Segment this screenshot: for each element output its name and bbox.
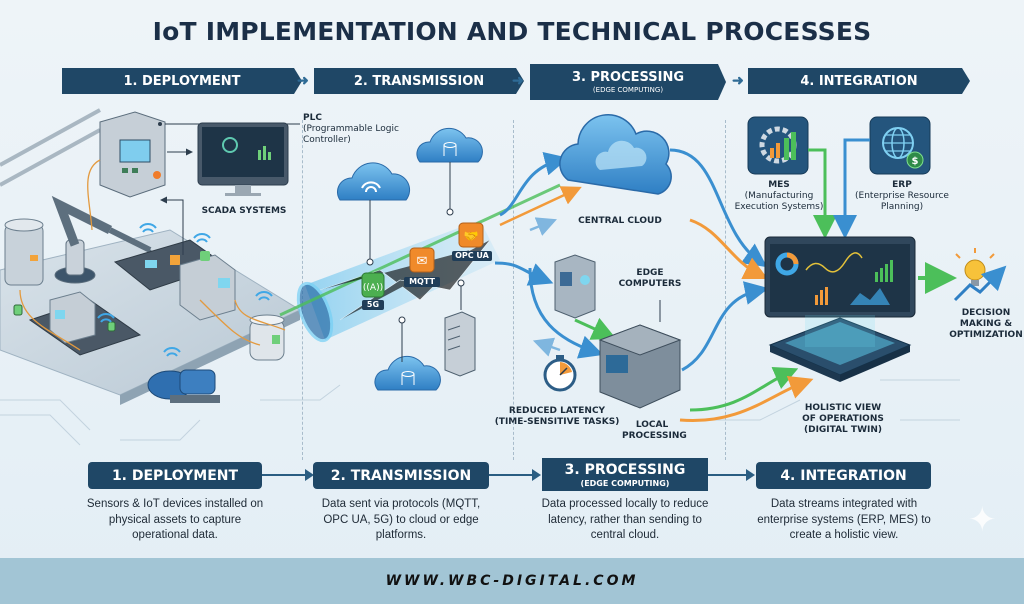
lightbulb-icon	[955, 248, 995, 286]
storage-tank	[4, 218, 44, 286]
plc-label: PLC (Programmable Logic Controller)	[303, 113, 423, 145]
pump	[147, 369, 220, 403]
growth-arrow-icon	[953, 265, 1007, 302]
step-sublabel: (EDGE COMPUTING)	[580, 478, 670, 488]
erp-subtitle: (Enterprise Resource Planning)	[855, 190, 949, 212]
top-stage-transmission: 2. TRANSMISSION	[314, 68, 524, 94]
sparkle-icon: ✦	[968, 501, 997, 539]
top-stage-integration: 4. INTEGRATION	[748, 68, 970, 94]
step-description: Data processed locally to reduce latency…	[541, 498, 709, 542]
iot-diagram-illustration: ((A)) ✉ 🤝	[0, 108, 1007, 446]
server-rack	[444, 279, 476, 377]
bottom-step-integration: 4. INTEGRATION	[756, 462, 931, 489]
erp-icon: $	[869, 116, 931, 175]
top-stage-deployment: 1. DEPLOYMENT	[62, 68, 302, 94]
digital-twin-platform	[768, 315, 912, 382]
step-label: 1. DEPLOYMENT	[111, 467, 239, 484]
column-divider	[513, 120, 514, 460]
column-divider	[725, 120, 726, 460]
handshake-icon: 🤝	[464, 229, 479, 243]
step-label: 4. INTEGRATION	[780, 467, 907, 484]
latency-label: REDUCED LATENCY (TIME-SENSITIVE TASKS)	[492, 406, 622, 428]
stage-arrow-icon: ➜	[297, 72, 309, 88]
plc-subtitle: (Programmable Logic Controller)	[303, 123, 399, 145]
footer: WWW.WBC-DIGITAL.COM	[0, 558, 1024, 604]
scada-label: SCADA SYSTEMS	[201, 206, 287, 216]
step-arrow-icon	[262, 469, 314, 481]
stage-arrow-icon: ➜	[732, 72, 744, 88]
bottom-step-processing: 3. PROCESSING (EDGE COMPUTING)	[542, 458, 708, 491]
decision-making-label: DECISION MAKING & OPTIMIZATION	[949, 308, 1023, 340]
processing-machine	[179, 251, 236, 321]
latency-title: REDUCED LATENCY	[508, 406, 606, 416]
protocol-mqtt-label: MQTT	[404, 277, 440, 287]
database-cloud	[416, 127, 483, 216]
scada-monitor	[197, 122, 289, 196]
protocol-opcua: 🤝	[458, 222, 484, 248]
latency-subtitle: (TIME-SENSITIVE TASKS)	[494, 416, 620, 427]
wifi-icon	[97, 223, 273, 357]
plc-title: PLC	[303, 113, 322, 123]
step-label: 2. TRANSMISSION	[330, 467, 472, 484]
stopwatch-icon	[543, 355, 577, 392]
page-title: IoT IMPLEMENTATION AND TECHNICAL PROCESS…	[152, 17, 872, 46]
step-description: Data streams integrated with enterprise …	[757, 498, 931, 542]
database-cloud	[374, 316, 441, 391]
wifi-cloud	[337, 162, 411, 266]
step-arrow-icon	[489, 469, 541, 481]
holistic-view-label: HOLISTIC VIEW OF OPERATIONS (DIGITAL TWI…	[802, 403, 884, 435]
antenna-icon: ((A))	[363, 283, 383, 293]
step-arrow-icon	[708, 469, 755, 481]
bottom-step-deployment: 1. DEPLOYMENT	[88, 462, 262, 489]
local-processing-unit	[598, 300, 682, 409]
integration-dashboard	[764, 236, 916, 318]
protocol-5g: ((A))	[361, 272, 385, 298]
erp-title: ERP	[892, 180, 912, 190]
top-stage-label: 4. INTEGRATION	[800, 73, 918, 89]
local-processing-label: LOCAL PROCESSING	[622, 420, 687, 441]
conveyor-belt	[28, 291, 142, 356]
bottom-step-transmission: 2. TRANSMISSION	[313, 462, 489, 489]
erp-label: ERP (Enterprise Resource Planning)	[855, 180, 949, 212]
top-stage-processing: 3. PROCESSING (EDGE COMPUTING)	[530, 64, 726, 100]
edge-server	[554, 254, 596, 319]
stage-arrow-icon: ➜	[512, 72, 524, 88]
top-stage-sublabel: (EDGE COMPUTING)	[592, 86, 664, 94]
mes-icon	[747, 116, 809, 175]
mes-title: MES	[768, 180, 790, 190]
circuit-traces	[0, 379, 960, 446]
edge-computers-label: EDGE COMPUTERS	[618, 268, 682, 289]
mes-label: MES (Manufacturing Execution Systems)	[732, 180, 826, 212]
vessel	[249, 314, 285, 361]
step-label: 3. PROCESSING	[564, 461, 686, 478]
step-description: Sensors & IoT devices installed on physi…	[86, 498, 264, 542]
robot-arm	[51, 195, 157, 284]
protocol-opcua-label: OPC UA	[452, 251, 492, 261]
protocol-5g-label: 5G	[362, 300, 384, 310]
central-cloud-label: CENTRAL CLOUD	[578, 216, 662, 226]
top-stage-label: 2. TRANSMISSION	[353, 73, 485, 89]
svg-text:$: $	[912, 156, 919, 167]
top-stage-label: 1. DEPLOYMENT	[123, 73, 241, 89]
top-stage-label: 3. PROCESSING	[571, 70, 685, 85]
mes-subtitle: (Manufacturing Execution Systems)	[734, 190, 824, 212]
step-description: Data sent via protocols (MQTT, OPC UA, 5…	[321, 498, 481, 542]
envelope-icon: ✉	[417, 253, 428, 268]
footer-website: WWW.WBC-DIGITAL.COM	[385, 573, 639, 589]
central-cloud	[559, 114, 672, 195]
factory-floor	[0, 108, 302, 405]
protocol-mqtt: ✉	[409, 247, 435, 273]
